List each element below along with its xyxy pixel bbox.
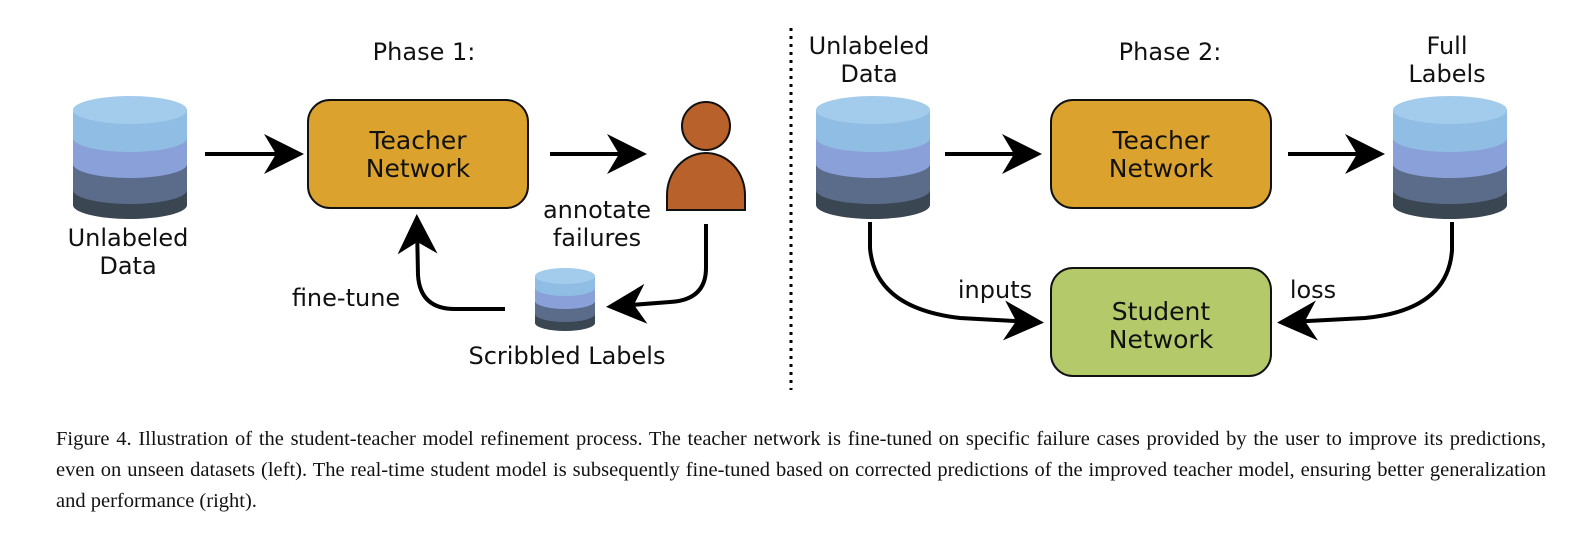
phase1-title: Phase 1:	[373, 38, 476, 66]
phase2-teacher-label-line1: Teacher	[1112, 126, 1211, 155]
fine-tune-label: fine-tune	[292, 284, 400, 312]
scribbled-labels-database-icon	[535, 268, 595, 331]
loss-label: loss	[1290, 276, 1336, 304]
arrow-inputs-to-student	[868, 222, 1044, 341]
annotator-person-icon	[666, 101, 746, 211]
student-label-line1: Student	[1112, 297, 1211, 326]
figure-caption: Figure 4. Illustration of the student-te…	[56, 428, 1546, 512]
student-label-line2: Network	[1109, 325, 1214, 354]
student-network-box	[1050, 267, 1272, 377]
phase1-teacher-label-line2: Network	[366, 154, 471, 183]
full-labels-label-line1: Full	[1426, 32, 1467, 60]
phase1-unlabeled-label-line2: Data	[99, 252, 156, 280]
phase1-teacher-box	[307, 99, 529, 209]
phase2-title: Phase 2:	[1119, 38, 1222, 66]
inputs-label: inputs	[958, 276, 1032, 304]
full-labels-database-icon	[1393, 96, 1507, 219]
annotate-failures-label-line1: annotate	[543, 196, 651, 224]
phase2-teacher-label-line2: Network	[1109, 154, 1214, 183]
phase2-unlabeled-label-line2: Data	[840, 60, 897, 88]
phase1-unlabeled-label-line1: Unlabeled	[68, 224, 189, 252]
annotate-failures-label-line2: failures	[553, 224, 641, 252]
phase2-unlabeled-database-icon	[816, 96, 930, 219]
phase2-teacher-box	[1050, 99, 1272, 209]
arrow-finetune-to-teacher	[397, 214, 505, 311]
phase1-unlabeled-database-icon	[73, 96, 187, 219]
full-labels-label-line2: Labels	[1408, 60, 1485, 88]
student-teacher-diagram: Phase 1: Unlabeled Data Teacher Network …	[68, 28, 1507, 390]
arrow-loss-to-student	[1277, 222, 1454, 341]
scribbled-labels-label: Scribbled Labels	[469, 342, 666, 370]
phase1-teacher-label-line1: Teacher	[369, 126, 468, 155]
arrow-annotator-to-scribbles	[606, 224, 708, 324]
phase2-unlabeled-label-line1: Unlabeled	[809, 32, 930, 60]
